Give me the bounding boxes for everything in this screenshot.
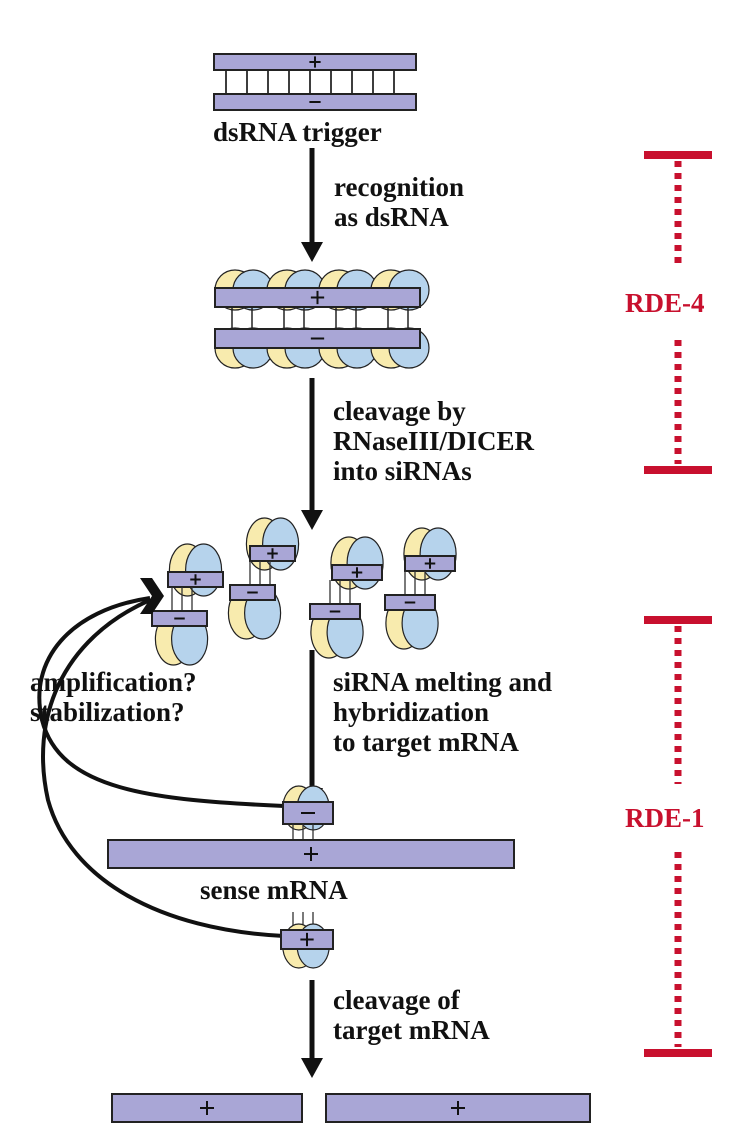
argonaute-protein-top <box>403 527 457 581</box>
bracket-cap-top <box>644 616 712 624</box>
protein-blue-lobe <box>262 517 300 571</box>
step-dicer-cleavage-label: cleavage by RNaseIII/DICER into siRNAs <box>333 396 535 486</box>
feedback-question-label: amplification? stabilization? <box>30 667 197 727</box>
protein-blue-lobe <box>346 536 384 590</box>
sense-mrna-strand <box>107 839 515 869</box>
cleaved-mrna-fragment-left <box>111 1093 303 1123</box>
dsrna-trigger-sense-strand <box>213 53 417 71</box>
rde4-bracket <box>644 151 712 474</box>
cleaved-mrna-fragment-right <box>325 1093 591 1123</box>
step-recognition-label: recognition as dsRNA <box>334 172 464 232</box>
released-sense-sirna <box>280 929 334 950</box>
sirna-antisense-strand <box>151 610 208 627</box>
step-melting-hybridization-label: siRNA melting and hybridization to targe… <box>333 667 553 757</box>
sirna-sense-strand <box>167 571 224 588</box>
sirna-duplex-2 <box>227 517 300 640</box>
dsrna-trigger-antisense-strand <box>213 93 417 111</box>
arrow-melting-hybridization <box>301 650 323 808</box>
sense-mrna-label: sense mRNA <box>200 875 348 905</box>
dsrna-trigger-label: dsRNA trigger <box>213 117 382 147</box>
arrow-head <box>301 1058 323 1078</box>
arrow-target-cleavage <box>301 980 323 1078</box>
rde1-label: RDE-1 <box>625 803 705 833</box>
rde1-bracket <box>644 616 712 1057</box>
arrow-dicer-cleavage <box>301 378 323 530</box>
sirna-sense-strand <box>249 545 296 562</box>
sirna-duplex-3 <box>309 536 384 659</box>
bracket-cap-bottom <box>644 466 712 474</box>
antisense-sirna-on-mrna <box>282 801 334 825</box>
argonaute-protein-top <box>245 517 300 571</box>
bound-dsrna-sense-strand <box>214 287 421 308</box>
bracket-cap-top <box>644 151 712 159</box>
arrow-head <box>301 242 323 262</box>
sirna-antisense-strand <box>309 603 361 620</box>
feedback-curve-from-cleaved <box>41 598 285 938</box>
arrow-head <box>301 510 323 530</box>
feedback-chevron-icon <box>140 578 164 614</box>
sirna-antisense-strand <box>384 594 436 611</box>
sirna-antisense-strand <box>229 584 276 601</box>
protein-blue-lobe <box>185 543 223 597</box>
sirna-sense-strand <box>404 555 456 572</box>
argonaute-protein-top <box>168 543 223 597</box>
bracket-cap-bottom <box>644 1049 712 1057</box>
arrow-recognition <box>301 148 323 262</box>
step-target-cleavage-label: cleavage of target mRNA <box>333 985 490 1045</box>
argonaute-protein-top <box>330 536 384 590</box>
sirna-duplex-1 <box>151 543 224 666</box>
rde4-label: RDE-4 <box>625 288 705 318</box>
sirna-duplex-4 <box>384 527 457 650</box>
bound-dsrna-antisense-strand <box>214 328 421 349</box>
sirna-sense-strand <box>331 564 383 581</box>
